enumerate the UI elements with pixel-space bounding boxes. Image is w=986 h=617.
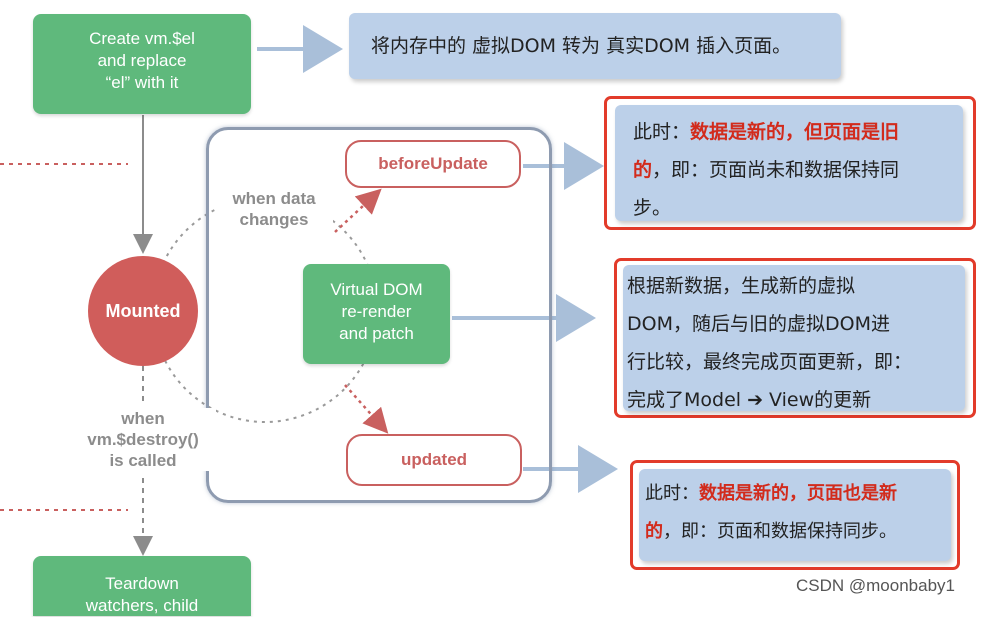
updated-label: updated [400,450,468,469]
when-destroy-line-2: vm.$destroy() [87,430,199,449]
note-before-prefix: 此时： [633,121,691,143]
note-updated-end: ，即：页面和数据保持同步。 [663,521,897,542]
teardown-line-2: watchers, child [85,596,199,615]
updated-hook: updated [346,434,522,486]
note-before-end: 步。 [633,197,672,219]
note-updated-highlight-1: 数据是新的，页面也是新 [699,483,897,504]
when-data-changes-label: when data changes [215,188,333,230]
create-el-box: Create vm.$el and replace “el” with it [33,14,251,114]
when-destroy-line-1: when [121,409,165,428]
vdom-to-beforeupdate-arrow [334,188,382,233]
vdom-to-updated-arrow [344,384,389,434]
note-insert-real-dom: 将内存中的 虚拟DOM 转为 真实DOM 插入页面。 [349,13,841,79]
virtual-dom-box: Virtual DOM re-render and patch [303,264,450,364]
note-before-highlight-2: 的 [633,159,653,181]
teardown-box: Teardown watchers, child [33,556,251,616]
note-vdom-line-4: 完成了Model ➔ View的更新 [627,389,872,411]
create-line-3: “el” with it [105,73,179,92]
vdom-line-2: re-render [341,302,412,321]
when-destroy-label: when vm.$destroy() is called [70,408,216,471]
note-before-highlight-1: 数据是新的，但页面是旧 [690,121,900,143]
update-cycle-frame [206,127,552,503]
note-before-middle: ，即：页面尚未和数据保持同 [652,159,900,181]
note-vdom-frame: 根据新数据，生成新的虚拟 DOM，随后与旧的虚拟DOM进 行比较，最终完成页面更… [614,258,976,418]
when-destroy-line-3: is called [109,451,177,470]
mounted-circle: Mounted [88,256,198,366]
note-vdom-line-3: 行比较，最终完成页面更新，即： [627,351,913,373]
note-insert-real-dom-text: 将内存中的 虚拟DOM 转为 真实DOM 插入页面。 [371,35,792,57]
note-before-update-frame: 此时：数据是新的，但页面是旧 的，即：页面尚未和数据保持同 步。 [604,96,976,230]
note-updated-prefix: 此时： [645,483,699,504]
teardown-line-1: Teardown [105,574,179,593]
vdom-line-1: Virtual DOM [330,280,423,299]
watermark: CSDN @moonbaby1 [796,576,955,595]
note-vdom-line-2: DOM，随后与旧的虚拟DOM进 [627,313,890,335]
mounted-label: Mounted [105,300,181,321]
before-update-hook: beforeUpdate [345,140,521,188]
when-data-line-2: changes [239,210,309,229]
note-vdom-line-1: 根据新数据，生成新的虚拟 [627,275,856,297]
note-updated-highlight-2: 的 [645,521,663,542]
note-updated-frame: 此时：数据是新的，页面也是新 的，即：页面和数据保持同步。 [630,460,960,570]
note-vdom: 根据新数据，生成新的虚拟 DOM，随后与旧的虚拟DOM进 行比较，最终完成页面更… [623,265,965,411]
note-updated: 此时：数据是新的，页面也是新 的，即：页面和数据保持同步。 [639,469,951,561]
when-data-line-1: when data [232,189,316,208]
before-update-label: beforeUpdate [378,154,488,173]
note-before-update: 此时：数据是新的，但页面是旧 的，即：页面尚未和数据保持同 步。 [615,105,963,221]
create-line-1: Create vm.$el [89,29,195,48]
create-line-2: and replace [97,51,187,70]
vdom-line-3: and patch [339,324,414,343]
